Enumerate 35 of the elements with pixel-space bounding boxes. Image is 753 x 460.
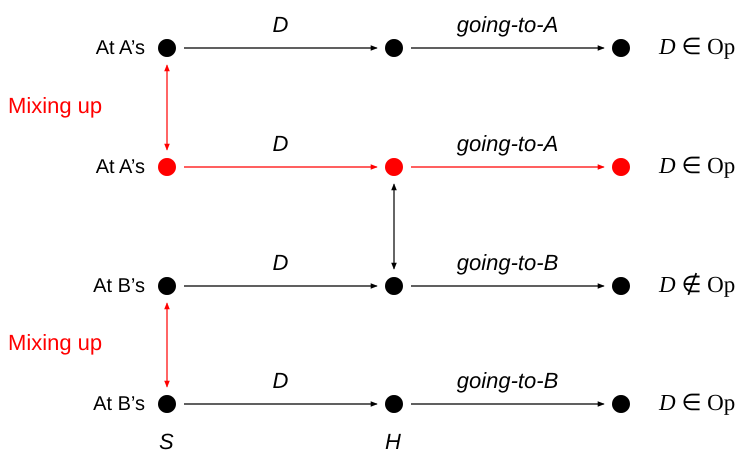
dot bbox=[385, 395, 403, 413]
dot bbox=[385, 158, 403, 176]
annotation: Mixing up bbox=[8, 329, 102, 357]
row-label: At A’s bbox=[96, 36, 145, 61]
dot bbox=[158, 39, 176, 57]
arrow bbox=[184, 45, 378, 51]
annotation: Mixing up bbox=[8, 92, 102, 120]
arrow bbox=[411, 401, 605, 407]
dot bbox=[158, 277, 176, 295]
dot bbox=[612, 158, 630, 176]
membership-statement: D ∈ Op bbox=[659, 390, 736, 416]
arrow bbox=[164, 64, 170, 151]
arrow bbox=[184, 164, 378, 170]
arrow bbox=[184, 401, 378, 407]
row-label: At B’s bbox=[93, 392, 145, 417]
dot bbox=[612, 277, 630, 295]
membership-statement: D ∉ Op bbox=[659, 272, 736, 298]
arrow bbox=[164, 302, 170, 388]
membership-statement: D ∈ Op bbox=[659, 34, 736, 60]
dot bbox=[612, 395, 630, 413]
dot bbox=[158, 158, 176, 176]
arrow bbox=[184, 283, 378, 289]
column-label: H bbox=[385, 428, 401, 456]
row-label: At A’s bbox=[96, 155, 145, 180]
dot bbox=[612, 39, 630, 57]
dot bbox=[385, 39, 403, 57]
arrow bbox=[411, 283, 605, 289]
membership-statement: D ∈ Op bbox=[659, 153, 736, 179]
column-label: S bbox=[159, 428, 174, 456]
row-label: At B’s bbox=[93, 274, 145, 299]
arrow bbox=[391, 183, 397, 270]
dot bbox=[385, 277, 403, 295]
arrow bbox=[411, 45, 605, 51]
arrow bbox=[411, 164, 605, 170]
dot bbox=[158, 395, 176, 413]
